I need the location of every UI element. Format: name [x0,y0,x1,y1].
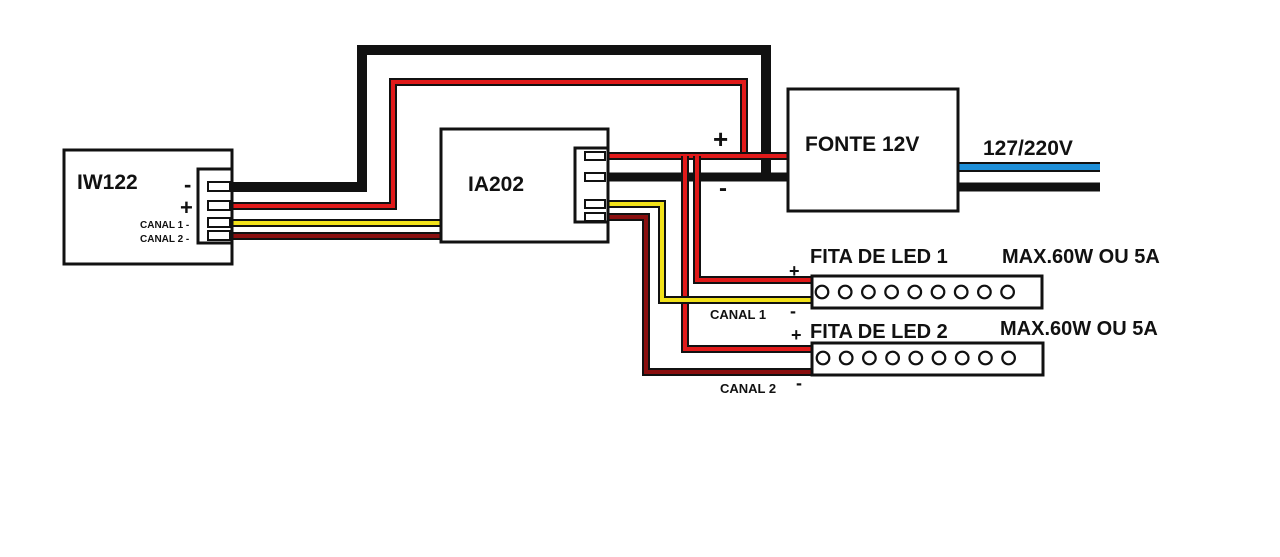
led2-rating: MAX.60W OU 5A [1000,318,1158,340]
iw122-title: IW122 [77,171,138,194]
ia202-title: IA202 [468,173,524,196]
led-dot [862,350,877,366]
iw122-pin-1 [207,181,231,192]
led2-title: FITA DE LED 2 [810,321,948,343]
led-dot [931,350,947,366]
led-dot [1000,284,1015,300]
mains-voltage-label: 127/220V [983,137,1073,160]
led-dot [838,350,854,366]
led-dot [884,284,899,300]
iw122-pin-4 [207,230,231,241]
darkred-wire-canal2 [607,215,812,374]
led-dot [885,350,900,366]
led1-plus-label: + [789,261,800,281]
led-dot [861,284,876,300]
led-dot [930,284,946,300]
fonte-minus-label: - [719,175,727,202]
led-dot [814,284,830,300]
iw122-pin-2 [207,200,231,211]
led-strip-2-leds [815,350,1016,366]
led-dot [1001,350,1016,366]
led2-channel-label: CANAL 2 [720,381,776,396]
red-branch-led2 [683,156,812,351]
led-strip-1-leds [814,284,1015,300]
led1-rating: MAX.60W OU 5A [1002,246,1160,268]
ia202-pin-3 [584,199,606,209]
led-dot [908,350,924,366]
iw122-canal1-label: CANAL 1 - [140,220,189,231]
iw122-pin-3 [207,217,231,228]
fonte-plus-label: + [713,124,728,154]
led-dot [954,350,970,366]
iw122-canal2-label: CANAL 2 - [140,234,189,245]
ia202-pin-2 [584,172,606,182]
red-branch-led1 [695,156,812,282]
ia202-pin-1 [584,151,606,161]
led-dot [907,284,923,300]
fonte-box [786,87,960,213]
led1-channel-label: CANAL 1 [710,307,766,322]
iw122-plus-label: + [180,195,193,220]
led-dot [815,350,831,366]
ia202-pin-4 [584,212,606,222]
led-dot [977,284,992,300]
led-dot [978,350,993,366]
led-dot [953,284,969,300]
led-dot [837,284,853,300]
iw122-minus-label: - [184,172,191,197]
led1-minus-label: - [790,301,796,321]
led1-title: FITA DE LED 1 [810,246,948,268]
led2-plus-label: + [791,325,802,345]
black-wire-iw122-to-fonte [230,45,771,192]
yellow-wire-canal1 [607,202,812,302]
fonte-title: FONTE 12V [805,133,919,156]
led2-minus-label: - [796,373,802,393]
